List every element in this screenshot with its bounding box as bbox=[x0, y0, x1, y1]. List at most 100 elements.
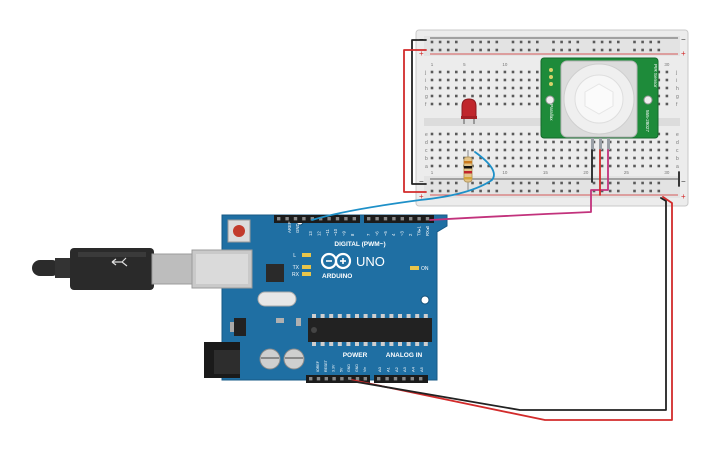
pir-pin-vcc[interactable] bbox=[599, 138, 602, 150]
header-pin-hole[interactable] bbox=[355, 377, 360, 381]
breadboard-hole[interactable] bbox=[479, 70, 482, 74]
breadboard-hole[interactable] bbox=[649, 181, 652, 185]
breadboard-hole[interactable] bbox=[438, 78, 442, 82]
breadboard-hole[interactable] bbox=[495, 86, 499, 90]
breadboard-hole[interactable] bbox=[544, 156, 547, 160]
breadboard-hole[interactable] bbox=[479, 189, 482, 193]
breadboard-hole[interactable] bbox=[527, 132, 531, 136]
breadboard-hole[interactable] bbox=[592, 189, 596, 193]
breadboard-hole[interactable] bbox=[536, 48, 539, 52]
power-header[interactable] bbox=[306, 375, 370, 383]
breadboard-hole[interactable] bbox=[487, 132, 490, 136]
breadboard-hole[interactable] bbox=[487, 140, 490, 144]
breadboard-hole[interactable] bbox=[430, 48, 434, 52]
breadboard-hole[interactable] bbox=[511, 40, 515, 44]
breadboard-hole[interactable] bbox=[430, 181, 434, 185]
breadboard-hole[interactable] bbox=[455, 78, 458, 82]
breadboard-hole[interactable] bbox=[471, 94, 474, 98]
breadboard-hole[interactable] bbox=[617, 148, 620, 152]
breadboard-hole[interactable] bbox=[665, 78, 669, 82]
breadboard-hole[interactable] bbox=[576, 156, 580, 160]
breadboard-hole[interactable] bbox=[519, 70, 523, 74]
breadboard-hole[interactable] bbox=[446, 132, 450, 136]
breadboard-hole[interactable] bbox=[519, 102, 523, 106]
breadboard-hole[interactable] bbox=[560, 189, 563, 193]
breadboard-hole[interactable] bbox=[446, 140, 450, 144]
header-pin-hole[interactable] bbox=[309, 377, 313, 381]
breadboard-hole[interactable] bbox=[527, 181, 531, 185]
breadboard-hole[interactable] bbox=[560, 148, 563, 152]
pir-sensor[interactable]: PIR Sensor 555-28027 Parallax bbox=[540, 57, 659, 150]
breadboard-hole[interactable] bbox=[633, 181, 636, 185]
breadboard-hole[interactable] bbox=[544, 140, 547, 144]
wire-vcc-rail-link[interactable] bbox=[403, 49, 427, 193]
breadboard-hole[interactable] bbox=[479, 48, 482, 52]
breadboard-hole[interactable] bbox=[527, 102, 531, 106]
breadboard-hole[interactable] bbox=[495, 70, 499, 74]
breadboard-hole[interactable] bbox=[568, 40, 571, 44]
breadboard-hole[interactable] bbox=[455, 86, 458, 90]
breadboard-hole[interactable] bbox=[487, 94, 490, 98]
breadboard-hole[interactable] bbox=[560, 164, 563, 168]
breadboard-hole[interactable] bbox=[519, 94, 523, 98]
breadboard-hole[interactable] bbox=[608, 189, 612, 193]
breadboard-hole[interactable] bbox=[617, 40, 620, 44]
breadboard-hole[interactable] bbox=[617, 48, 620, 52]
breadboard-hole[interactable] bbox=[617, 164, 620, 168]
header-pin-hole[interactable] bbox=[285, 217, 289, 221]
breadboard-hole[interactable] bbox=[657, 48, 661, 52]
breadboard-hole[interactable] bbox=[544, 148, 547, 152]
breadboard-hole[interactable] bbox=[536, 156, 539, 160]
header-pin-hole[interactable] bbox=[417, 217, 421, 221]
breadboard-hole[interactable] bbox=[495, 102, 499, 106]
breadboard-hole[interactable] bbox=[463, 86, 466, 90]
breadboard-hole[interactable] bbox=[430, 156, 434, 160]
breadboard-hole[interactable] bbox=[495, 148, 499, 152]
breadboard-hole[interactable] bbox=[471, 78, 474, 82]
header-pin-hole[interactable] bbox=[327, 217, 331, 221]
breadboard-hole[interactable] bbox=[576, 189, 580, 193]
breadboard-hole[interactable] bbox=[657, 164, 661, 168]
breadboard-hole[interactable] bbox=[519, 86, 523, 90]
breadboard-hole[interactable] bbox=[511, 181, 515, 185]
breadboard-hole[interactable] bbox=[446, 156, 450, 160]
breadboard-hole[interactable] bbox=[552, 148, 555, 152]
breadboard-hole[interactable] bbox=[641, 148, 644, 152]
breadboard-hole[interactable] bbox=[584, 148, 588, 152]
header-pin-hole[interactable] bbox=[409, 217, 413, 221]
breadboard-hole[interactable] bbox=[576, 48, 580, 52]
pir-pin-gnd[interactable] bbox=[591, 138, 594, 150]
breadboard-hole[interactable] bbox=[600, 181, 604, 185]
breadboard-hole[interactable] bbox=[503, 164, 507, 168]
breadboard-hole[interactable] bbox=[568, 148, 571, 152]
breadboard-hole[interactable] bbox=[503, 132, 507, 136]
breadboard-hole[interactable] bbox=[657, 148, 661, 152]
header-pin-hole[interactable] bbox=[410, 377, 414, 381]
breadboard-hole[interactable] bbox=[536, 40, 539, 44]
wire-black-gnd[interactable] bbox=[344, 197, 667, 411]
breadboard-hole[interactable] bbox=[657, 86, 661, 90]
breadboard-hole[interactable] bbox=[487, 70, 490, 74]
breadboard-hole[interactable] bbox=[600, 140, 604, 144]
breadboard-hole[interactable] bbox=[487, 102, 490, 106]
breadboard-hole[interactable] bbox=[503, 70, 507, 74]
breadboard-hole[interactable] bbox=[633, 164, 636, 168]
breadboard-hole[interactable] bbox=[430, 40, 434, 44]
breadboard-hole[interactable] bbox=[471, 148, 474, 152]
breadboard-hole[interactable] bbox=[560, 48, 563, 52]
breadboard-hole[interactable] bbox=[455, 164, 458, 168]
wire-magenta-pir-out[interactable] bbox=[429, 149, 609, 221]
pir-pin-out[interactable] bbox=[607, 138, 610, 150]
breadboard-hole[interactable] bbox=[495, 156, 499, 160]
breadboard-hole[interactable] bbox=[536, 102, 539, 106]
breadboard-hole[interactable] bbox=[487, 86, 490, 90]
breadboard-hole[interactable] bbox=[617, 156, 620, 160]
breadboard-hole[interactable] bbox=[665, 102, 669, 106]
breadboard-hole[interactable] bbox=[536, 189, 539, 193]
breadboard-hole[interactable] bbox=[552, 164, 555, 168]
breadboard-hole[interactable] bbox=[438, 86, 442, 90]
breadboard-hole[interactable] bbox=[633, 189, 636, 193]
breadboard-hole[interactable] bbox=[511, 189, 515, 193]
